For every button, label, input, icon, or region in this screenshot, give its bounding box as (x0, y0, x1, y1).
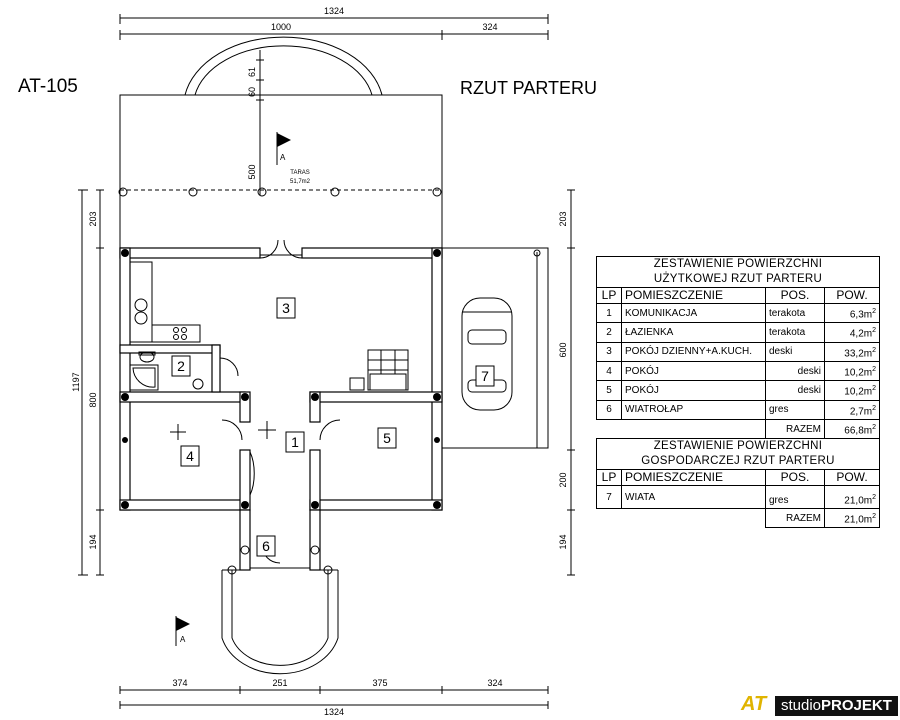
room-number-7: 7 (481, 368, 489, 384)
carport (441, 247, 549, 449)
dimension-lines-bottom (119, 686, 549, 709)
drawing-code: AT-105 (18, 76, 78, 97)
kitchen-counter (129, 261, 201, 343)
dim-left-a: 203 (88, 211, 98, 226)
terrace (118, 36, 443, 256)
dim-right-d: 194 (558, 534, 568, 549)
house-walls (119, 247, 443, 571)
studio-logo: AT studioPROJEKT (735, 693, 898, 717)
section-label-top: A (280, 153, 286, 162)
usable-table-header: LP POMIESZCZENIE POS. POW. (596, 287, 880, 304)
table-row: 7 WIATA gres 21,0m2 (596, 485, 880, 509)
section-marker-top (276, 132, 291, 165)
usable-table-title-2: UŻYTKOWEJ RZUT PARTERU (596, 272, 880, 288)
dim-bay-a: 61 (247, 67, 257, 77)
table-total-row: RAZEM 21,0m2 (597, 507, 880, 529)
cross-marks (170, 421, 276, 440)
dim-left-total: 1197 (71, 372, 81, 391)
utility-table-title-2: GOSPODARCZEJ RZUT PARTERU (596, 454, 880, 470)
section-marker-bottom (175, 616, 190, 646)
dim-right-a: 203 (558, 211, 568, 226)
dimension-lines-top (119, 14, 549, 195)
dim-bottom-c: 375 (372, 678, 387, 688)
dim-left-c: 194 (88, 534, 98, 549)
logo-brand: studioPROJEKT (775, 696, 898, 716)
dimension-lines-right (567, 189, 575, 576)
dim-terrace-depth: 500 (247, 164, 257, 179)
section-label-bottom: A (180, 635, 186, 644)
dim-top-right: 324 (482, 22, 497, 32)
wall-log-ends (121, 249, 441, 509)
utility-area-table: ZESTAWIENIE POWIERZCHNI GOSPODARCZEJ RZU… (596, 438, 880, 529)
car-symbol (461, 297, 513, 411)
dimension-lines-left (78, 189, 104, 576)
room-number-3: 3 (282, 300, 290, 316)
dim-top-left: 1000 (271, 22, 291, 32)
dim-bottom-a: 374 (172, 678, 187, 688)
dim-right-b: 600 (558, 342, 568, 357)
room-number-1: 1 (291, 434, 299, 450)
dim-bottom-total: 1324 (324, 707, 344, 717)
dim-bay-b: 60 (247, 87, 257, 97)
room-number-2: 2 (177, 358, 185, 374)
room-number-6: 6 (262, 538, 270, 554)
usable-area-table: ZESTAWIENIE POWIERZCHNI UŻYTKOWEJ RZUT P… (596, 256, 880, 440)
drawing-title: RZUT PARTERU (460, 78, 598, 98)
dim-left-b: 800 (88, 392, 98, 407)
terrace-area: 51,7m2 (290, 179, 311, 185)
table-total-row: RAZEM 66,8m2 (597, 418, 880, 440)
terrace-label: TARAS (290, 170, 310, 176)
room-number-4: 4 (186, 448, 194, 464)
dim-right-c: 200 (558, 472, 568, 487)
dim-top-total: 1324 (324, 6, 344, 16)
utility-table-title-1: ZESTAWIENIE POWIERZCHNI (596, 438, 880, 454)
utility-table-header: LP POMIESZCZENIE POS. POW. (596, 469, 880, 486)
room-number-5: 5 (383, 430, 391, 446)
bathroom-fixtures (129, 351, 204, 391)
entrance-bay (221, 545, 339, 675)
room-number-boxes (171, 297, 495, 557)
usable-table-title-1: ZESTAWIENIE POWIERZCHNI (596, 256, 880, 272)
logo-mark: AT (741, 693, 767, 715)
door-swings (219, 239, 341, 564)
dim-bottom-d: 324 (487, 678, 502, 688)
fireplace (349, 349, 409, 391)
dim-bottom-b: 251 (272, 678, 287, 688)
